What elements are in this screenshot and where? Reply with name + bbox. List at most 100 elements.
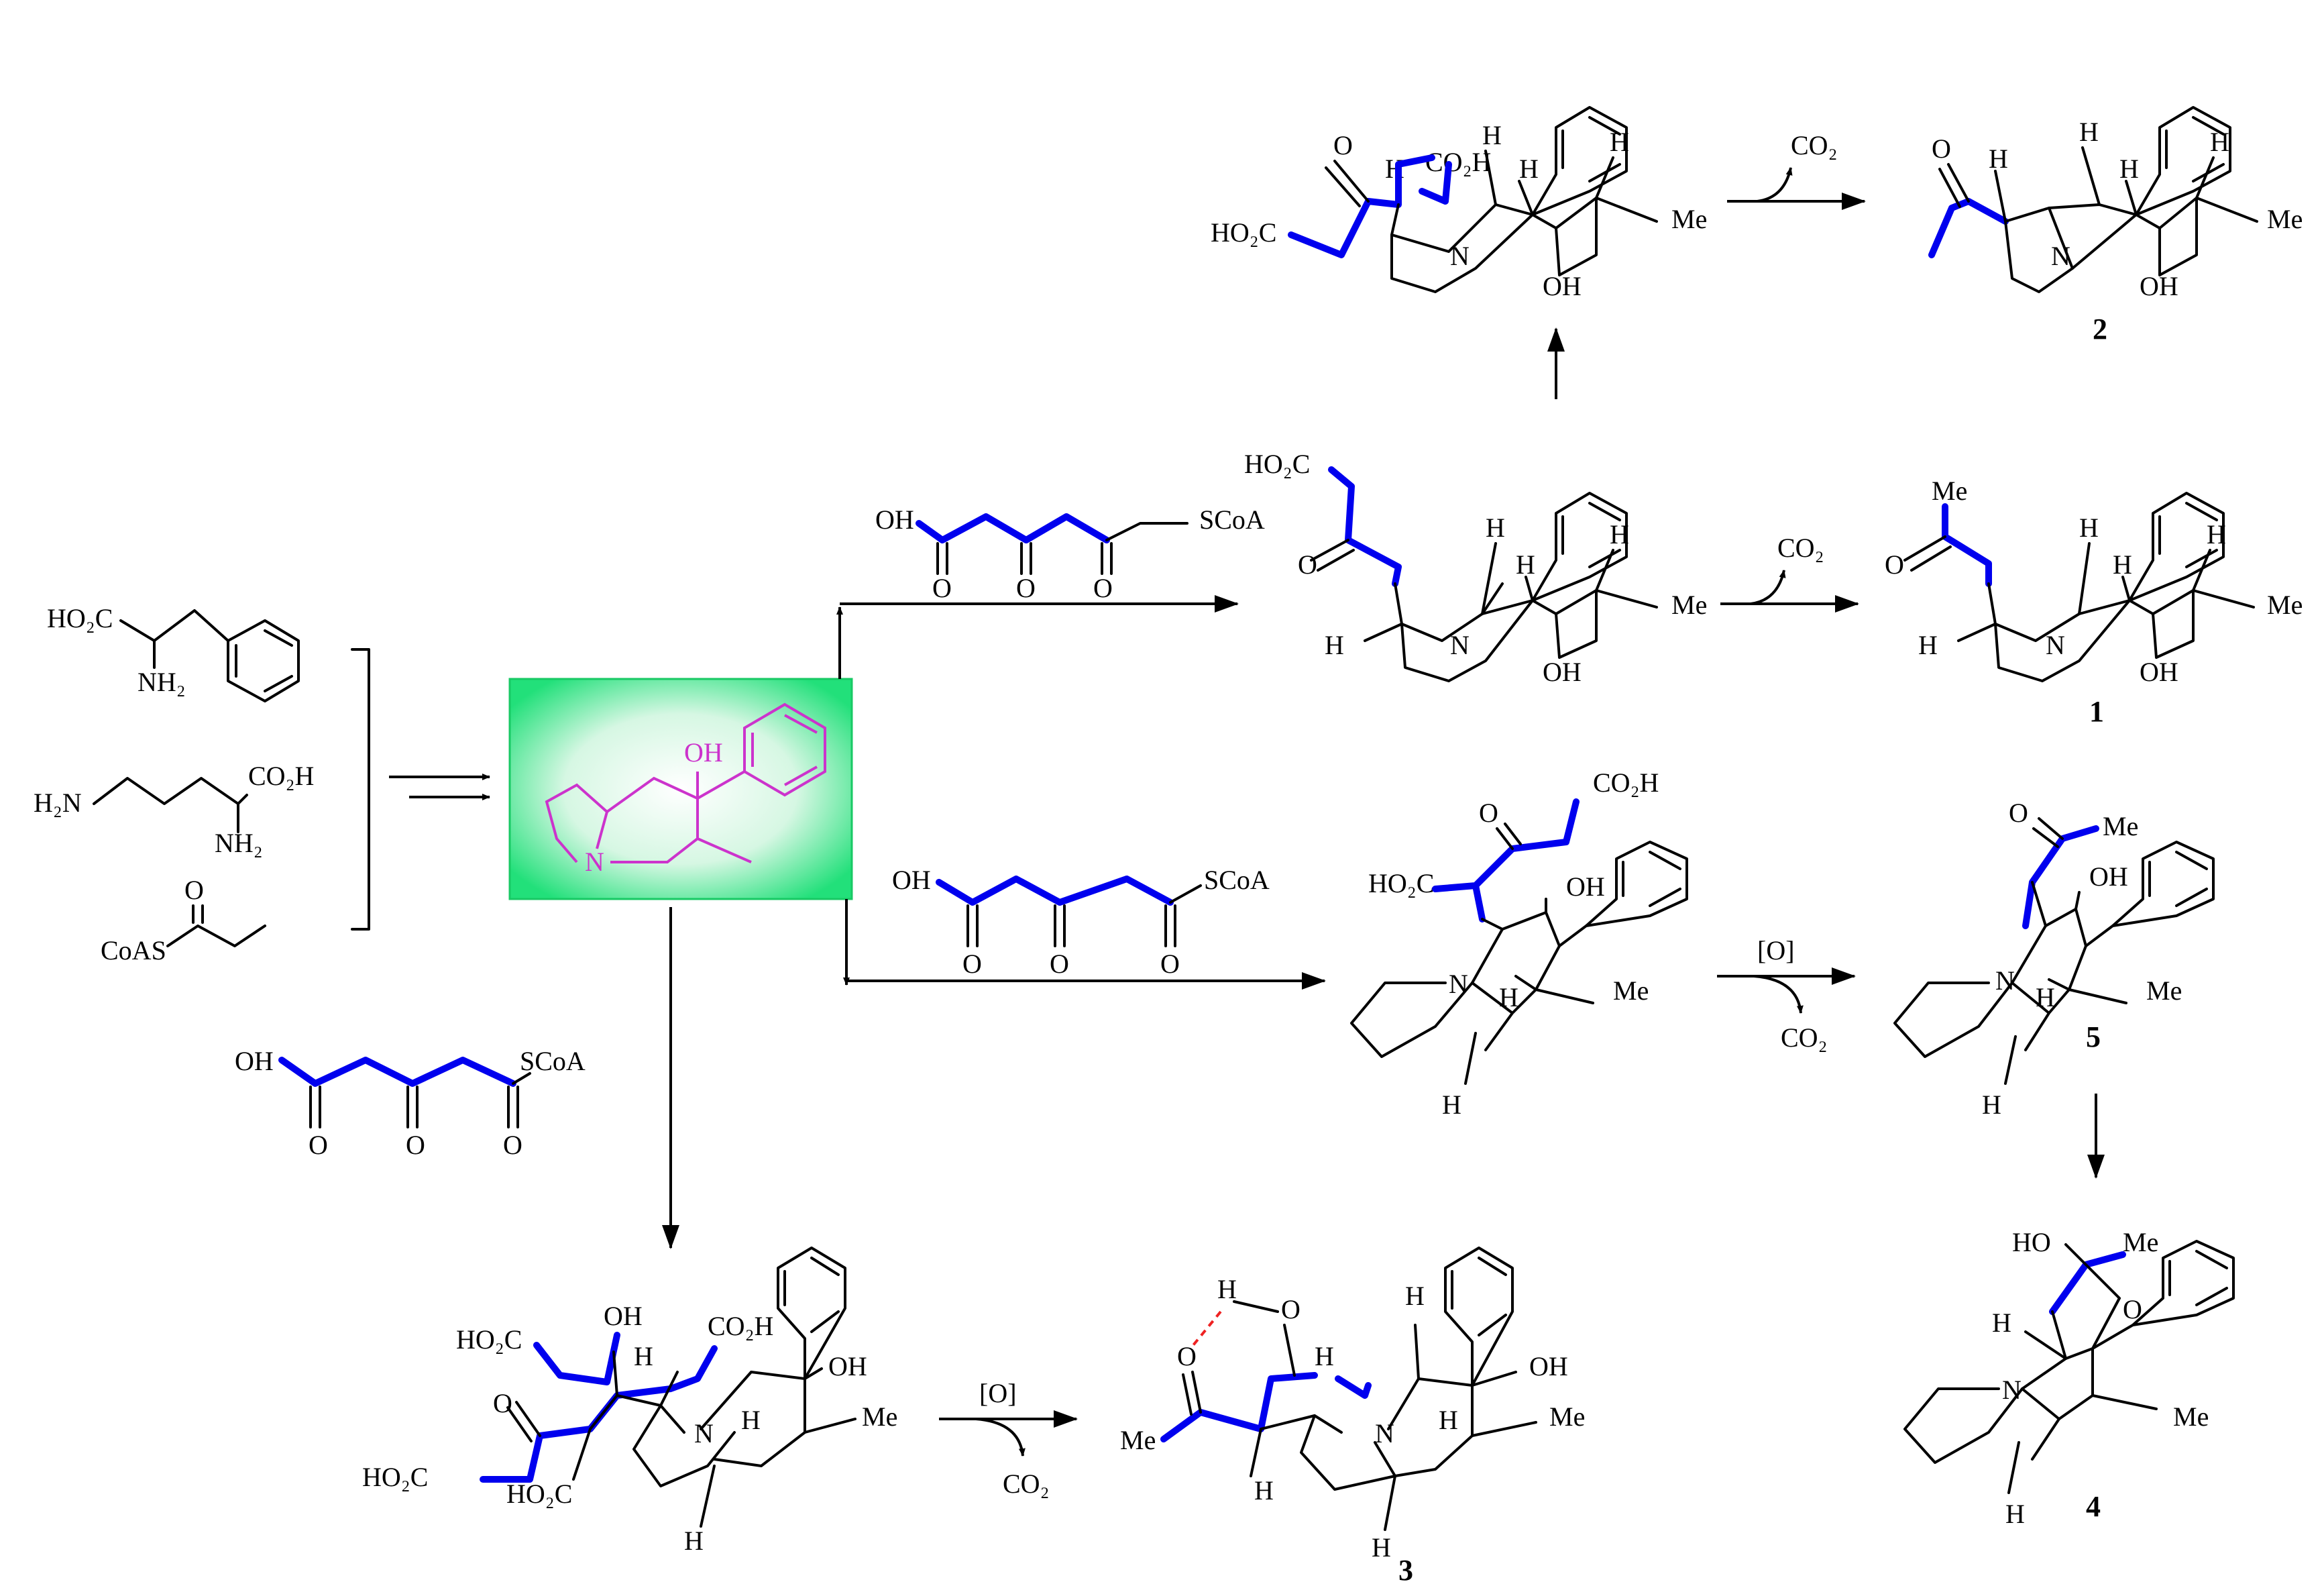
svg-text:H: H — [1217, 1274, 1237, 1304]
svg-text:N: N — [1450, 241, 1470, 271]
svg-text:Me: Me — [2267, 204, 2303, 234]
svg-text:H: H — [1918, 630, 1938, 660]
svg-text:H: H — [2079, 513, 2099, 543]
svg-text:CO₂H: CO₂H — [1593, 768, 1659, 798]
intermediate-bottom: OH HO₂C H CO₂H OH O N H Me HO₂C HO₂C H — [362, 1247, 897, 1556]
co2-lower: CO₂ — [1781, 1022, 1828, 1053]
svg-text:H: H — [1516, 549, 1535, 580]
svg-text:H: H — [1315, 1341, 1334, 1371]
svg-text:OH: OH — [1543, 657, 1582, 687]
svg-text:Me: Me — [2123, 1227, 2158, 1257]
svg-text:O: O — [503, 1130, 522, 1160]
svg-text:O: O — [1333, 130, 1353, 160]
svg-text:H: H — [1486, 513, 1505, 543]
svg-text:Me: Me — [1120, 1425, 1156, 1455]
svg-text:HO₂C: HO₂C — [47, 603, 113, 633]
svg-text:CO₂H: CO₂H — [248, 761, 314, 791]
svg-text:OH: OH — [235, 1046, 274, 1076]
malonyl-unit-lower: OH SCoA O O O — [892, 865, 1270, 979]
svg-text:O: O — [1160, 949, 1180, 979]
svg-text:N: N — [585, 847, 604, 877]
co2-curl-top — [1757, 167, 1793, 203]
svg-text:CoAS: CoAS — [101, 935, 166, 965]
svg-text:O: O — [1281, 1294, 1301, 1324]
svg-text:O: O — [1298, 549, 1317, 580]
svg-text:H: H — [2005, 1499, 2025, 1529]
svg-text:H: H — [2079, 117, 2099, 147]
svg-text:3: 3 — [1398, 1554, 1413, 1584]
svg-text:H: H — [1405, 1281, 1425, 1311]
svg-text:OH: OH — [828, 1351, 867, 1381]
svg-text:O: O — [1016, 573, 1036, 603]
svg-text:OH: OH — [2140, 657, 2178, 687]
svg-text:OH: OH — [892, 865, 931, 895]
svg-text:Me: Me — [1671, 590, 1707, 620]
svg-text:H: H — [1254, 1475, 1274, 1506]
svg-text:CO₂H: CO₂H — [1425, 147, 1491, 177]
svg-text:H₂N: H₂N — [34, 788, 82, 818]
svg-text:Me: Me — [2103, 811, 2138, 841]
malonyl-unit-upper: OH SCoA O O O — [875, 505, 1265, 603]
svg-text:Me: Me — [1613, 975, 1649, 1006]
svg-text:HO₂C: HO₂C — [362, 1462, 428, 1492]
svg-text:OH: OH — [2089, 861, 2128, 892]
svg-text:O: O — [1093, 573, 1113, 603]
svg-text:O: O — [309, 1130, 328, 1160]
svg-text:HO: HO — [2012, 1227, 2051, 1257]
svg-text:4: 4 — [2086, 1490, 2101, 1523]
svg-text:H: H — [1519, 154, 1539, 184]
svg-text:O: O — [1479, 798, 1498, 828]
svg-text:Me: Me — [1671, 204, 1707, 234]
svg-text:O: O — [1885, 549, 1904, 580]
oxidation-bottom: [O] — [979, 1378, 1017, 1408]
compound-5: O Me OH N H Me H 5 — [1893, 798, 2215, 1120]
svg-text:H: H — [1992, 1308, 2011, 1338]
compound-3: H O O H H OH Me N H Me H H 3 — [1120, 1247, 1585, 1584]
svg-text:N: N — [1449, 969, 1468, 999]
co2-curl-lower — [1753, 975, 1804, 1014]
svg-text:SCoA: SCoA — [1199, 505, 1265, 535]
svg-text:CO₂H: CO₂H — [708, 1311, 773, 1341]
intermediate-mid: HO₂C O H H H H N OH Me — [1244, 449, 1707, 687]
svg-text:H: H — [1325, 630, 1344, 660]
svg-text:H: H — [1439, 1405, 1458, 1435]
propionyl-coa: CoAS O — [101, 875, 266, 965]
co2-mid: CO₂ — [1777, 533, 1824, 563]
svg-text:H: H — [1442, 1090, 1461, 1120]
intermediate-lower: CO₂H O HO₂C OH N H Me H — [1350, 768, 1688, 1120]
svg-text:Me: Me — [2267, 590, 2303, 620]
svg-text:SCoA: SCoA — [1204, 865, 1270, 895]
svg-text:HO₂C: HO₂C — [1368, 868, 1434, 898]
co2-top: CO₂ — [1791, 130, 1838, 160]
svg-text:Me: Me — [1932, 476, 1967, 506]
svg-text:H: H — [1982, 1090, 2001, 1120]
svg-text:O: O — [184, 875, 204, 905]
svg-text:HO₂C: HO₂C — [1211, 217, 1276, 248]
hydrogen-bond — [1189, 1310, 1222, 1350]
svg-text:OH: OH — [1529, 1351, 1568, 1381]
svg-text:NH₂: NH₂ — [137, 667, 186, 697]
svg-text:N: N — [1450, 630, 1470, 660]
svg-text:H: H — [1499, 982, 1518, 1012]
compound-1: Me O H H H H N OH Me 1 — [1885, 476, 2303, 728]
svg-text:OH: OH — [604, 1301, 643, 1331]
svg-text:H: H — [684, 1526, 704, 1556]
svg-text:O: O — [1177, 1341, 1197, 1371]
precursor-bracket — [351, 648, 370, 931]
compound-4: HO Me H O N Me H 4 — [1903, 1227, 2235, 1529]
svg-text:Me: Me — [1549, 1402, 1585, 1432]
svg-text:O: O — [962, 949, 982, 979]
svg-text:1: 1 — [2089, 695, 2104, 728]
svg-text:Me: Me — [2173, 1402, 2209, 1432]
svg-text:OH: OH — [684, 737, 723, 768]
svg-text:H: H — [634, 1341, 653, 1371]
oxidation-lower: [O] — [1757, 935, 1795, 965]
svg-text:O: O — [2009, 798, 2028, 828]
svg-text:Me: Me — [862, 1402, 897, 1432]
svg-text:HO₂C: HO₂C — [506, 1479, 572, 1509]
ornithine: H₂N CO₂H NH₂ — [34, 761, 314, 858]
svg-text:O: O — [1050, 949, 1069, 979]
core-skeleton-box: OH N — [508, 678, 853, 900]
svg-text:N: N — [694, 1418, 714, 1448]
